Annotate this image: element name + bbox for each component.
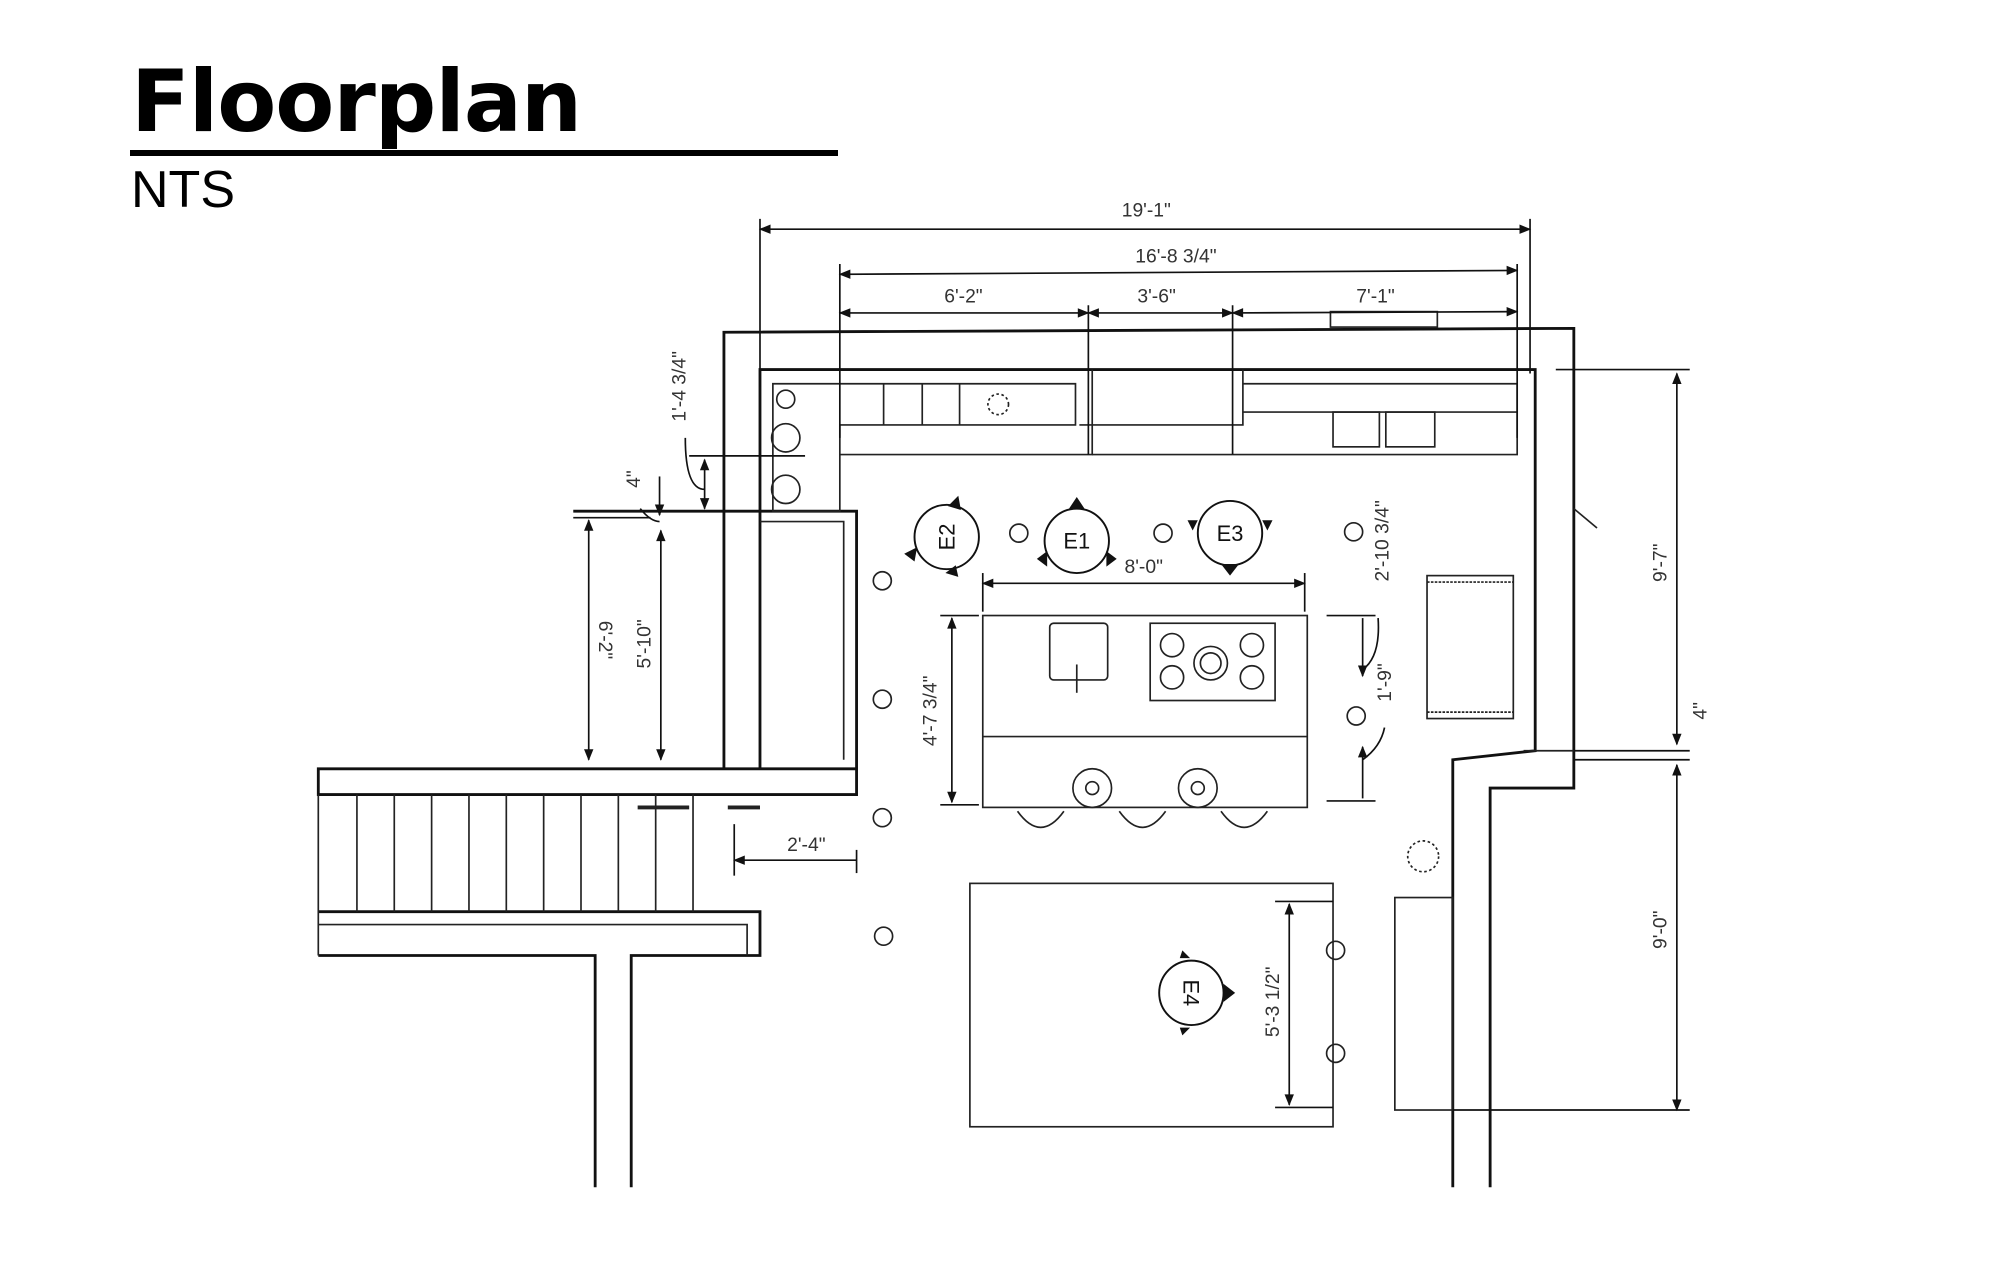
dining-table [969, 882, 1334, 1128]
dim-island-width: 8'-0" [1125, 557, 1164, 578]
dim-island-depth: 4'-7 3/4" [920, 675, 941, 746]
kitchen-island [981, 614, 1309, 829]
dim-seg-right: 7'-1" [1356, 287, 1395, 308]
elevation-marker-e1[interactable]: E1 [1036, 497, 1117, 575]
recessed-lights [872, 521, 1367, 1064]
walls [316, 326, 1598, 1188]
perimeter-cabinets [770, 310, 1519, 513]
dim-closet-outer: 6'-2" [594, 621, 615, 660]
dim-island-overhang: 1'-9" [1375, 663, 1396, 702]
cooktop-icon [1149, 622, 1276, 702]
dim-closet-inner: 5'-10" [635, 619, 656, 668]
staircase [356, 794, 760, 912]
svg-text:E4: E4 [1179, 979, 1204, 1006]
dim-left-offset: 1'-4 3/4" [669, 351, 690, 422]
elevation-marker-e4[interactable]: E4 [1158, 950, 1236, 1036]
dim-inner-width: 16'-8 3/4" [1135, 247, 1216, 268]
dimension-lines [573, 218, 1690, 1112]
dim-seg-mid: 3'-6" [1137, 287, 1176, 308]
dim-stair-gap: 2'-4" [787, 835, 826, 856]
sink-icon [1048, 622, 1109, 681]
dim-table-length: 5'-3 1/2" [1263, 966, 1284, 1037]
stool-icon [1072, 767, 1113, 809]
svg-text:E2: E2 [934, 524, 959, 551]
dim-right-upper: 9'-7" [1651, 543, 1672, 582]
dim-right-lower: 9'-0" [1651, 910, 1672, 949]
svg-text:E1: E1 [1063, 529, 1090, 554]
dimension-labels: 19'-1" 16'-8 3/4" 6'-2" 3'-6" 7'-1" 8'-0… [594, 200, 1711, 1037]
dim-island-clear: 2'-10 3/4" [1372, 500, 1393, 581]
page-title: Floorplan [131, 52, 582, 152]
dim-right-wall: 4" [1690, 702, 1711, 720]
elevation-marker-e3[interactable]: E3 [1187, 499, 1273, 576]
stool-icon [1177, 767, 1218, 809]
elevation-marker-e2[interactable]: E2 [904, 495, 980, 577]
dim-seg-left: 6'-2" [944, 287, 983, 308]
title-underline [130, 150, 838, 156]
svg-text:E3: E3 [1217, 521, 1244, 546]
dim-overall-width: 19'-1" [1122, 200, 1171, 221]
appliances [1394, 574, 1515, 1111]
dim-left-wall: 4" [624, 470, 645, 488]
scale-note: NTS [131, 161, 235, 219]
